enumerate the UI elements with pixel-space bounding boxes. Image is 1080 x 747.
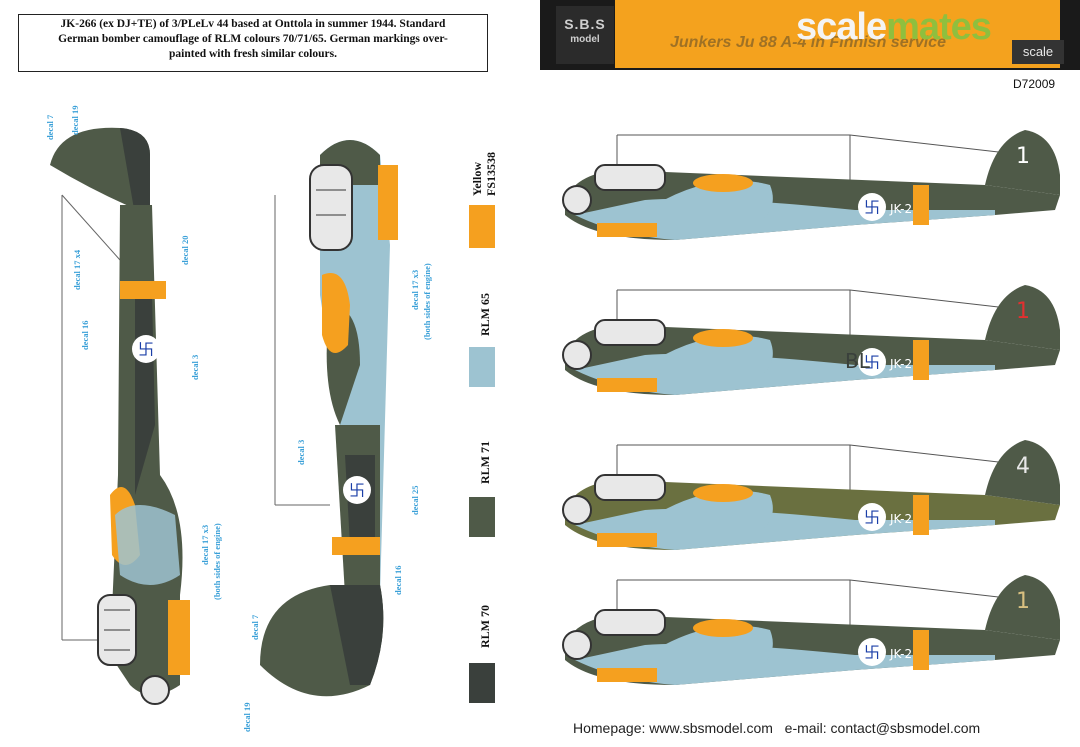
- fuselage-band: [913, 340, 929, 380]
- svg-text:卐: 卐: [138, 340, 154, 359]
- nose-glazing: [562, 185, 592, 215]
- decal-label-19-bottom: decal 19: [242, 702, 252, 732]
- decal-label-17x3-top: decal 17 x3: [200, 524, 210, 565]
- decal-label-17x3-bottom: decal 17 x3: [410, 269, 420, 310]
- tail-fin: [985, 440, 1060, 505]
- overpainted-marking: BL: [845, 349, 871, 373]
- plan-view-top: 卐: [50, 127, 190, 705]
- engine-cowling-yellow: [693, 619, 753, 637]
- caption-line-2: German bomber camouflage of RLM colours …: [58, 33, 448, 45]
- swatch-label-rlm70: RLM 70: [478, 605, 492, 648]
- nose-glazing: [562, 630, 592, 660]
- engine-cowling-yellow: [693, 484, 753, 502]
- logo-text: S.B.S: [564, 16, 606, 32]
- decal-label-7-top: decal 7: [45, 114, 55, 140]
- logo-subtext: model: [570, 34, 600, 45]
- engine-nacelle: [655, 625, 773, 675]
- engine-nacelle: [655, 335, 773, 385]
- homepage-text: Homepage: www.sbsmodel.com: [573, 720, 773, 736]
- gondola-yellow: [597, 533, 657, 547]
- swatch-yellow: [469, 205, 495, 248]
- tail-number: 1: [1016, 589, 1030, 614]
- fuselage-band: [913, 495, 929, 535]
- canopy: [594, 474, 666, 501]
- swatch-label-rlm71: RLM 71: [478, 441, 492, 484]
- gondola-yellow: [597, 223, 657, 237]
- watermark-badge: scale: [1012, 40, 1064, 64]
- decal-label-20: decal 20: [180, 235, 190, 265]
- roundel: [858, 348, 886, 376]
- swatch-label-yellow: Yellow: [470, 162, 484, 196]
- fuselage-band: [913, 630, 929, 670]
- decal-label-19-top: decal 19: [70, 105, 80, 135]
- nose-glazing: [562, 340, 592, 370]
- swastika-marking: 卐: [864, 508, 880, 527]
- watermark-part-1: scale: [796, 6, 887, 48]
- tail-number: 1: [1016, 299, 1030, 324]
- roundel: [858, 193, 886, 221]
- engine-cowling-yellow: [693, 329, 753, 347]
- swastika-marking: 卐: [864, 643, 880, 662]
- canopy: [594, 164, 666, 191]
- tail-number: 4: [1016, 454, 1030, 479]
- gondola-yellow: [597, 378, 657, 392]
- decal-label-16-top: decal 16: [80, 320, 90, 350]
- footer-contact: Homepage: www.sbsmodel.com e-mail: conta…: [573, 720, 980, 736]
- engine-nacelle: [655, 490, 773, 540]
- swatch-code-yellow: FS13538: [484, 151, 498, 196]
- decal-label-engine-note-bottom: (both sides of engine): [422, 263, 432, 340]
- swastika-marking: 卐: [864, 353, 880, 372]
- tail-fin: [985, 285, 1060, 350]
- gondola-yellow: [597, 668, 657, 682]
- decal-label-16-bottom: decal 16: [393, 565, 403, 595]
- canopy: [594, 609, 666, 636]
- product-code: D72009: [1013, 77, 1056, 91]
- tail-fin: [985, 130, 1060, 195]
- tail-number: 1: [1016, 144, 1030, 169]
- nose-glazing: [562, 495, 592, 525]
- kit-title: Junkers Ju 88 A-4 in Finnish service: [670, 34, 946, 51]
- header-orange-strip: [615, 0, 1060, 68]
- sbs-logo: S.B.S model: [556, 6, 614, 64]
- decal-label-25: decal 25: [410, 485, 420, 515]
- svg-text:卐: 卐: [349, 481, 365, 500]
- engine-nacelle: [655, 180, 773, 230]
- watermark-part-2: mates: [886, 6, 992, 48]
- caption-line-3: painted with fresh similar colours.: [169, 48, 337, 60]
- watermark: scalemates: [796, 6, 992, 49]
- swatch-rlm65: [469, 347, 495, 387]
- swatch-rlm71: [469, 497, 495, 537]
- decal-label-engine-note-top: (both sides of engine): [212, 523, 222, 600]
- plan-view-bottom: 卐: [260, 140, 398, 697]
- swastika-marking: 卐: [864, 198, 880, 217]
- decal-label-7-bottom: decal 7: [250, 614, 260, 640]
- email-text: e-mail: contact@sbsmodel.com: [784, 720, 981, 736]
- engine-cowling-yellow: [693, 174, 753, 192]
- fuselage-band: [913, 185, 929, 225]
- tail-fin: [985, 575, 1060, 640]
- decal-label-17x4: decal 17 x4: [72, 249, 82, 290]
- roundel: [858, 638, 886, 666]
- roundel: [858, 503, 886, 531]
- swatch-rlm70: [469, 663, 495, 703]
- caption-line-1: JK-266 (ex DJ+TE) of 3/PLeLv 44 based at…: [60, 18, 446, 30]
- swatch-label-rlm65: RLM 65: [478, 293, 492, 336]
- decal-label-3-bottom: decal 3: [296, 439, 306, 465]
- decal-label-3-top: decal 3: [190, 354, 200, 380]
- caption-box: JK-266 (ex DJ+TE) of 3/PLeLv 44 based at…: [18, 14, 488, 72]
- canopy: [594, 319, 666, 346]
